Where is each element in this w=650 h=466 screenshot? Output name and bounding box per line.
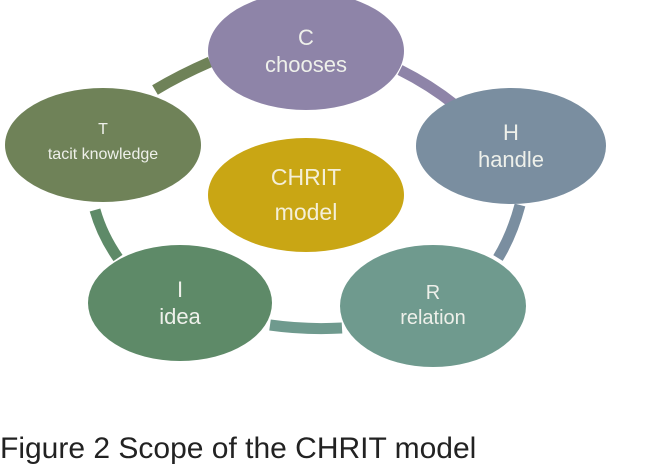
center-line2: model [274, 199, 338, 225]
node-letter: R [425, 282, 441, 304]
node-handle: H handle [416, 88, 606, 204]
figure-caption: Figure 2 Scope of the CHRIT model [0, 432, 477, 465]
connector-h-r [493, 203, 526, 261]
connector-t-c [152, 56, 213, 95]
node-idea: I idea [88, 245, 272, 361]
node-letter: H [503, 119, 519, 145]
node-letter: T [98, 120, 108, 138]
connector-c-h [397, 65, 459, 110]
node-letter: C [298, 24, 314, 50]
node-relation: R relation [340, 245, 526, 367]
center-line1: CHRIT [270, 164, 342, 191]
center-node: CHRIT model [208, 138, 404, 252]
node-word: chooses [265, 52, 347, 77]
node-word: handle [477, 147, 545, 172]
node-letter: I [176, 276, 184, 302]
node-word: tacit knowledge [47, 145, 159, 163]
connector-r-i [269, 319, 343, 335]
node-word: relation [400, 307, 466, 329]
connector-i-t [89, 208, 123, 262]
node-chooses: C chooses [208, 0, 404, 110]
node-word: idea [159, 304, 201, 329]
node-tacit-knowledge: T tacit knowledge [5, 88, 201, 202]
